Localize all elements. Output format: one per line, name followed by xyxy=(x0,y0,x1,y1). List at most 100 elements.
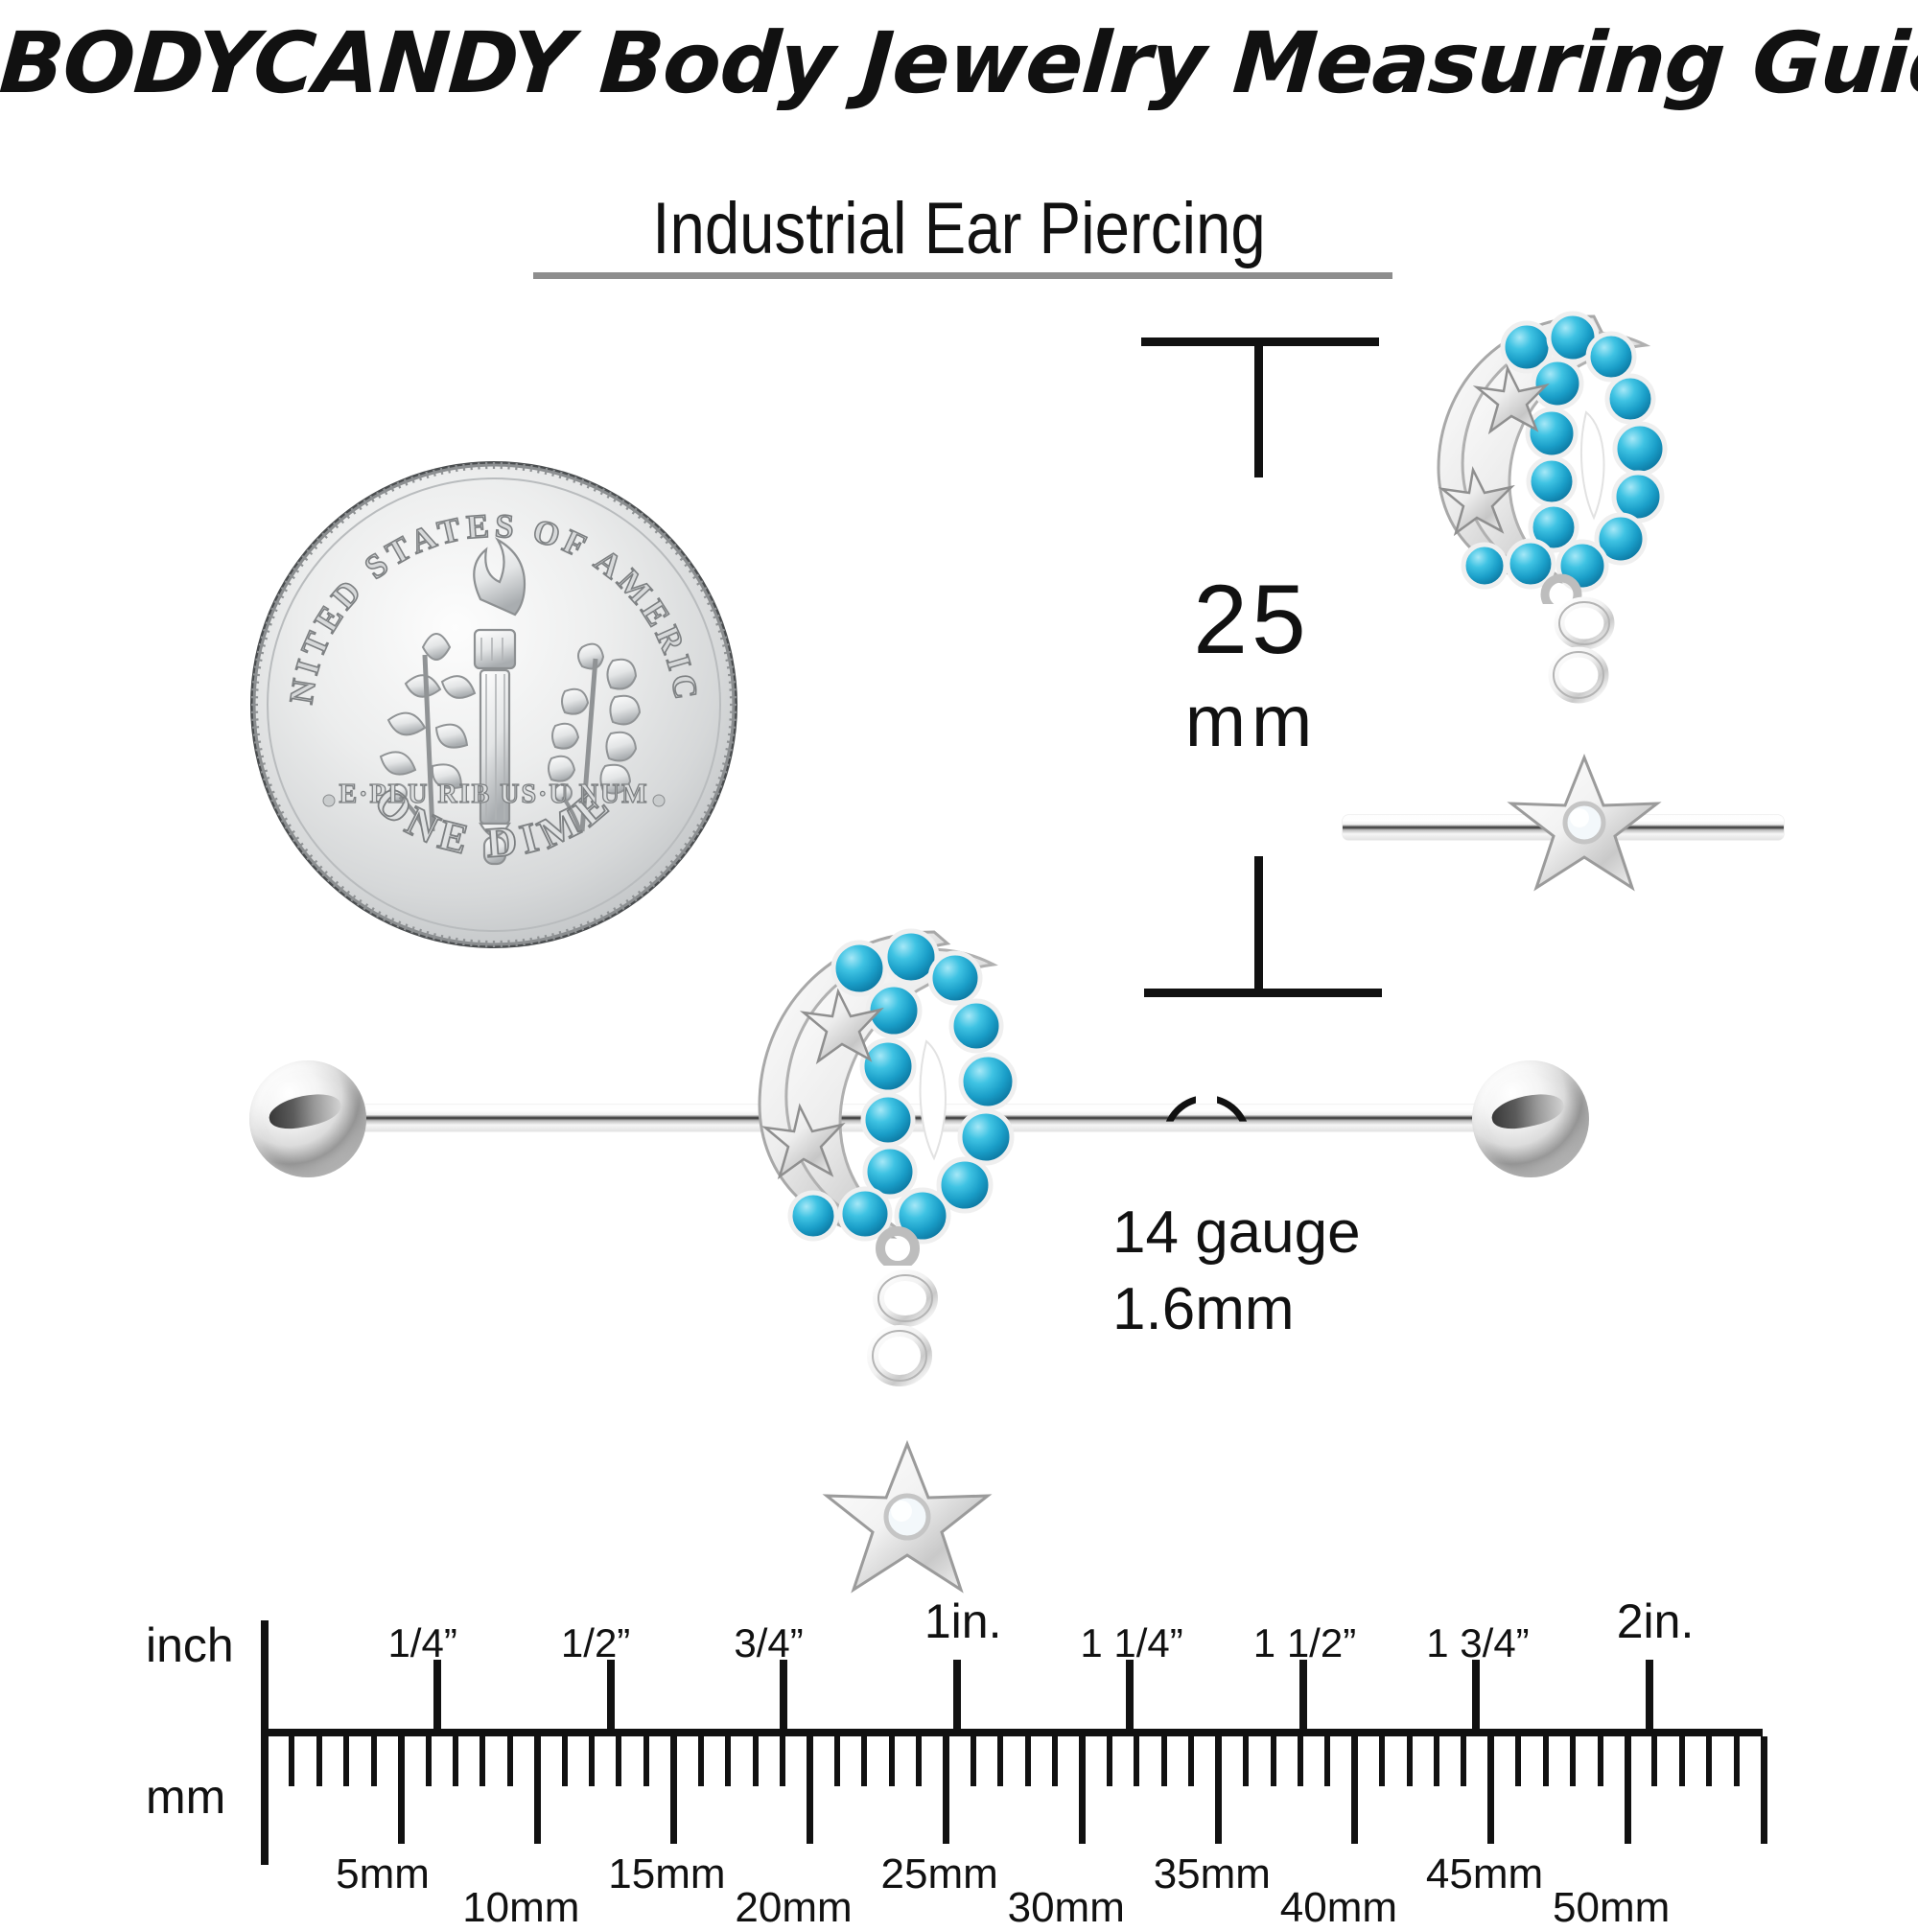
ruler-tick-mm xyxy=(1188,1736,1194,1786)
ruler-tick-mm-major xyxy=(1761,1736,1767,1844)
ruler-tick-mm xyxy=(480,1736,485,1786)
ruler-tick-mm xyxy=(343,1736,349,1786)
gauge-mm-label: 1.6mm xyxy=(1112,1275,1294,1343)
barbell-ball-left xyxy=(249,1060,366,1177)
ruler-zero-edge xyxy=(261,1620,269,1865)
ruler-label-inch: 2in. xyxy=(1617,1594,1695,1649)
ruler-label-inch: 3/4” xyxy=(734,1620,803,1666)
ruler-tick-mm xyxy=(1271,1736,1276,1786)
ruler-tick-mm xyxy=(316,1736,322,1786)
ruler-tick-mm xyxy=(507,1736,513,1786)
ruler-label-mm: 15mm xyxy=(608,1851,725,1898)
ruler-label-mm: 50mm xyxy=(1553,1884,1670,1932)
ruler-tick-inch xyxy=(1472,1660,1480,1729)
ruler-tick-mm-major xyxy=(1215,1736,1222,1844)
ruler-tick-mm xyxy=(1515,1736,1521,1786)
ruler-tick-mm xyxy=(698,1736,704,1786)
ruler-tick-inch xyxy=(433,1660,441,1729)
moon-charm-vertical xyxy=(1412,288,1699,604)
ruler-tick-mm xyxy=(1679,1736,1685,1786)
moon-charm-horizontal xyxy=(729,901,1055,1266)
ruler-tick-mm-major xyxy=(1079,1736,1086,1844)
ruler-tick-mm xyxy=(1570,1736,1576,1786)
ruler-tick-mm xyxy=(371,1736,377,1786)
ruler-tick-mm xyxy=(834,1736,840,1786)
ruler-tick-mm xyxy=(916,1736,922,1786)
ruler-tick-mm xyxy=(1161,1736,1167,1786)
ruler-tick-mm xyxy=(1134,1736,1139,1786)
ruler-tick-mm xyxy=(753,1736,759,1786)
ruler-tick-mm xyxy=(589,1736,595,1786)
ruler-tick-mm xyxy=(562,1736,568,1786)
measure-size-unit: mm xyxy=(1132,686,1371,758)
ruler-tick-inch xyxy=(1126,1660,1134,1729)
ruler-tick-inch xyxy=(607,1660,615,1729)
ruler-tick-mm xyxy=(1461,1736,1466,1786)
measure-bracket-top-stem xyxy=(1254,338,1263,477)
ruler-tick-mm xyxy=(1379,1736,1385,1786)
ruler-tick-mm xyxy=(861,1736,867,1786)
ruler-tick-mm xyxy=(616,1736,621,1786)
ruler-tick-mm xyxy=(1324,1736,1330,1786)
ruler-tick-mm xyxy=(971,1736,976,1786)
ruler-tick-mm xyxy=(289,1736,294,1786)
subtitle-underline xyxy=(533,272,1392,279)
ruler-tick-mm xyxy=(1706,1736,1712,1786)
ruler-tick-mm xyxy=(1298,1736,1303,1786)
ruler-label-inch: 1in. xyxy=(924,1594,1002,1649)
ruler-tick-mm-major xyxy=(1351,1736,1358,1844)
section-subtitle: Industrial Ear Piercing xyxy=(134,187,1784,270)
measure-size-value: 25 xyxy=(1132,570,1371,668)
ruler-label-inch: 1 3/4” xyxy=(1426,1620,1529,1666)
ruler-tick-mm xyxy=(997,1736,1003,1786)
ruler-label-mm: 5mm xyxy=(336,1851,430,1898)
ruler-label-mm: 20mm xyxy=(735,1884,852,1932)
ruler-tick-mm xyxy=(725,1736,731,1786)
ruler-tick-mm-major xyxy=(670,1736,677,1844)
ruler-tick-mm xyxy=(1107,1736,1112,1786)
ruler-tick-mm xyxy=(1243,1736,1249,1786)
ruler-tick-mm-major xyxy=(1625,1736,1631,1844)
ruler-tick-mm xyxy=(1434,1736,1439,1786)
star-dangle-vertical xyxy=(1477,594,1688,959)
jewelry-vertical-view xyxy=(1343,316,1803,1007)
ruler-tick-mm xyxy=(1407,1736,1413,1786)
ruler-label-inch: 1/2” xyxy=(561,1620,630,1666)
measure-bracket-bottom-stem xyxy=(1254,856,1263,996)
ruler-tick-mm xyxy=(889,1736,895,1786)
ruler-label-mm: 40mm xyxy=(1280,1884,1397,1932)
ruler-tick-mm xyxy=(426,1736,432,1786)
gauge-label: 14 gauge xyxy=(1112,1199,1361,1267)
ruler-tick-mm xyxy=(643,1736,649,1786)
ruler-tick-mm xyxy=(1734,1736,1740,1786)
ruler-baseline xyxy=(261,1729,1763,1736)
dime-coin-image: UNITED STATES OF AMERICA ONE DIME E·PLU … xyxy=(245,455,743,954)
ruler-tick-inch xyxy=(1299,1660,1307,1729)
ruler-label-inch: 1 1/2” xyxy=(1253,1620,1356,1666)
ruler-tick-mm xyxy=(1598,1736,1603,1786)
ruler-label-mm: 45mm xyxy=(1426,1851,1543,1898)
ruler-tick-mm xyxy=(780,1736,785,1786)
ruler-tick-mm xyxy=(453,1736,458,1786)
barbell-ball-right xyxy=(1472,1060,1589,1177)
ruler-label-mm: 25mm xyxy=(881,1851,998,1898)
ruler-tick-mm-major xyxy=(534,1736,541,1844)
ruler-label-mm: 30mm xyxy=(1008,1884,1125,1932)
ruler-tick-mm-major xyxy=(1487,1736,1494,1844)
ruler-tick-mm-major xyxy=(398,1736,405,1844)
ruler-label-mm: 35mm xyxy=(1154,1851,1271,1898)
ruler-tick-mm-major xyxy=(943,1736,949,1844)
ruler-label-inch: 1 1/4” xyxy=(1080,1620,1182,1666)
ruler-tick-mm xyxy=(1543,1736,1549,1786)
ruler-tick-mm-major xyxy=(807,1736,813,1844)
ruler-inch-label: inch xyxy=(146,1618,234,1673)
ruler-label-inch: 1/4” xyxy=(387,1620,456,1666)
ruler-tick-inch xyxy=(780,1660,787,1729)
page-title: BODYCANDY Body Jewelry Measuring Guide xyxy=(0,13,1918,112)
ruler-mm-label: mm xyxy=(146,1769,225,1825)
ruler-tick-mm xyxy=(1052,1736,1058,1786)
ruler-tick-inch xyxy=(1646,1660,1653,1729)
ruler-label-mm: 10mm xyxy=(462,1884,579,1932)
ruler-tick-inch xyxy=(953,1660,961,1729)
ruler-tick-mm xyxy=(1651,1736,1657,1786)
